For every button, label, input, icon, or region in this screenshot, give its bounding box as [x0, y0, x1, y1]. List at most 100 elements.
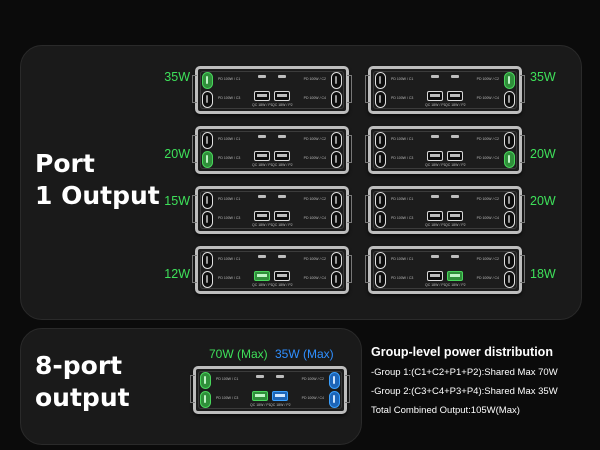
device-side-bracket — [347, 255, 352, 283]
device-side-bracket — [520, 75, 525, 103]
port-1-output-title-text: Port 1 Output — [35, 149, 160, 210]
usb-c-port-icon — [504, 252, 515, 269]
usb-c-port-icon — [504, 211, 515, 228]
device-frame — [373, 71, 517, 109]
usb-c-port-icon — [331, 211, 342, 228]
port-label-p2: QC 18W / P2 — [445, 283, 466, 287]
usb-a-port-icon — [427, 211, 443, 221]
output-watt-label: 12W — [164, 267, 190, 281]
device-side-bracket — [192, 75, 197, 103]
port-label-c1: PD 100W / C1 — [216, 377, 239, 381]
device-side-bracket — [345, 375, 350, 403]
eight-port-output-title-text: 8-port output — [35, 351, 130, 412]
usb-a-port-icon — [447, 151, 463, 161]
port-label-c2: PD 100W / C2 — [476, 137, 499, 141]
power-bank-device-right-2: PD 100W / C1 PD 100W / C3 PD 100W / C2 P… — [365, 126, 525, 174]
indicator-led — [451, 135, 459, 138]
group1-max-label: 70W (Max) — [209, 347, 268, 361]
usb-a-port-icon — [254, 91, 270, 101]
device-frame — [200, 131, 344, 169]
indicator-led — [278, 195, 286, 198]
usb-a-port-icon — [447, 271, 463, 281]
port-label-c3: PD 100W / C3 — [216, 396, 239, 400]
usb-c-port-icon — [504, 91, 515, 108]
port-label-c1: PD 100W / C1 — [391, 77, 414, 81]
indicator-led — [256, 375, 264, 378]
usb-c-port-icon — [375, 151, 386, 168]
port-label-c2: PD 100W / C2 — [476, 257, 499, 261]
usb-c-port-icon — [202, 151, 213, 168]
device-side-bracket — [365, 75, 370, 103]
device-frame — [373, 251, 517, 289]
output-watt-label: 20W — [164, 147, 190, 161]
port-label-p1: QC 18W / P1 — [425, 103, 446, 107]
output-watt-label: 35W — [530, 70, 556, 84]
group2-max-label: 35W (Max) — [275, 347, 334, 361]
port-label-p1: QC 18W / P1 — [252, 103, 273, 107]
device-frame — [373, 191, 517, 229]
usb-c-port-icon — [504, 151, 515, 168]
port-label-p2: QC 18W / P2 — [272, 163, 293, 167]
port-label-c2: PD 100W / C2 — [303, 137, 326, 141]
usb-c-port-icon — [202, 91, 213, 108]
port-label-p2: QC 18W / P2 — [445, 163, 466, 167]
indicator-led — [451, 255, 459, 258]
usb-c-port-icon — [331, 192, 342, 209]
port-label-c1: PD 100W / C1 — [218, 197, 241, 201]
port-label-c3: PD 100W / C3 — [391, 96, 414, 100]
device-frame — [200, 191, 344, 229]
usb-a-port-icon — [274, 151, 290, 161]
usb-c-port-icon — [504, 271, 515, 288]
usb-c-port-icon — [375, 252, 386, 269]
port-label-c1: PD 100W / C1 — [391, 257, 414, 261]
usb-c-port-icon — [202, 271, 213, 288]
usb-c-port-icon — [375, 192, 386, 209]
device-side-bracket — [192, 255, 197, 283]
usb-c-port-icon — [202, 252, 213, 269]
port-label-c2: PD 100W / C2 — [301, 377, 324, 381]
port-label-c4: PD 100W / C4 — [303, 216, 326, 220]
port-label-p1: QC 18W / P1 — [425, 283, 446, 287]
usb-c-port-icon — [375, 271, 386, 288]
usb-c-port-icon — [504, 72, 515, 89]
port-label-c4: PD 100W / C4 — [303, 276, 326, 280]
usb-c-port-icon — [202, 132, 213, 149]
output-watt-label: 18W — [530, 267, 556, 281]
usb-c-port-icon — [375, 211, 386, 228]
port-label-c1: PD 100W / C1 — [218, 77, 241, 81]
port-label-c1: PD 100W / C1 — [218, 257, 241, 261]
device-side-bracket — [347, 135, 352, 163]
port-label-c3: PD 100W / C3 — [218, 156, 241, 160]
device-side-bracket — [192, 195, 197, 223]
port-label-p2: QC 18W / P2 — [272, 103, 293, 107]
total-output-description: Total Combined Output:105W(Max) — [371, 405, 520, 416]
port-label-c2: PD 100W / C2 — [303, 257, 326, 261]
usb-a-port-icon — [427, 271, 443, 281]
device-frame — [200, 251, 344, 289]
device-side-bracket — [365, 135, 370, 163]
port-label-c3: PD 100W / C3 — [218, 276, 241, 280]
device-side-bracket — [520, 195, 525, 223]
output-watt-label: 15W — [164, 194, 190, 208]
power-bank-device-right-1: PD 100W / C1 PD 100W / C3 PD 100W / C2 P… — [365, 66, 525, 114]
device-side-bracket — [190, 375, 195, 403]
device-side-bracket — [347, 75, 352, 103]
device-frame — [200, 71, 344, 109]
power-bank-device-left-4: PD 100W / C1 PD 100W / C3 PD 100W / C2 P… — [192, 246, 352, 294]
port-label-c3: PD 100W / C3 — [218, 96, 241, 100]
port-label-c4: PD 100W / C4 — [476, 216, 499, 220]
port-label-c3: PD 100W / C3 — [391, 216, 414, 220]
port-label-c1: PD 100W / C1 — [391, 137, 414, 141]
usb-c-port-icon — [329, 372, 340, 389]
port-label-c4: PD 100W / C4 — [476, 276, 499, 280]
port-label-c4: PD 100W / C4 — [301, 396, 324, 400]
usb-c-port-icon — [331, 91, 342, 108]
port-label-c2: PD 100W / C2 — [303, 77, 326, 81]
port-label-p1: QC 18W / P1 — [425, 223, 446, 227]
indicator-led — [258, 75, 266, 78]
port-label-c4: PD 100W / C4 — [303, 156, 326, 160]
usb-a-port-icon — [427, 151, 443, 161]
usb-a-port-icon — [447, 91, 463, 101]
port-label-c4: PD 100W / C4 — [476, 156, 499, 160]
port-label-p1: QC 18W / P1 — [425, 163, 446, 167]
